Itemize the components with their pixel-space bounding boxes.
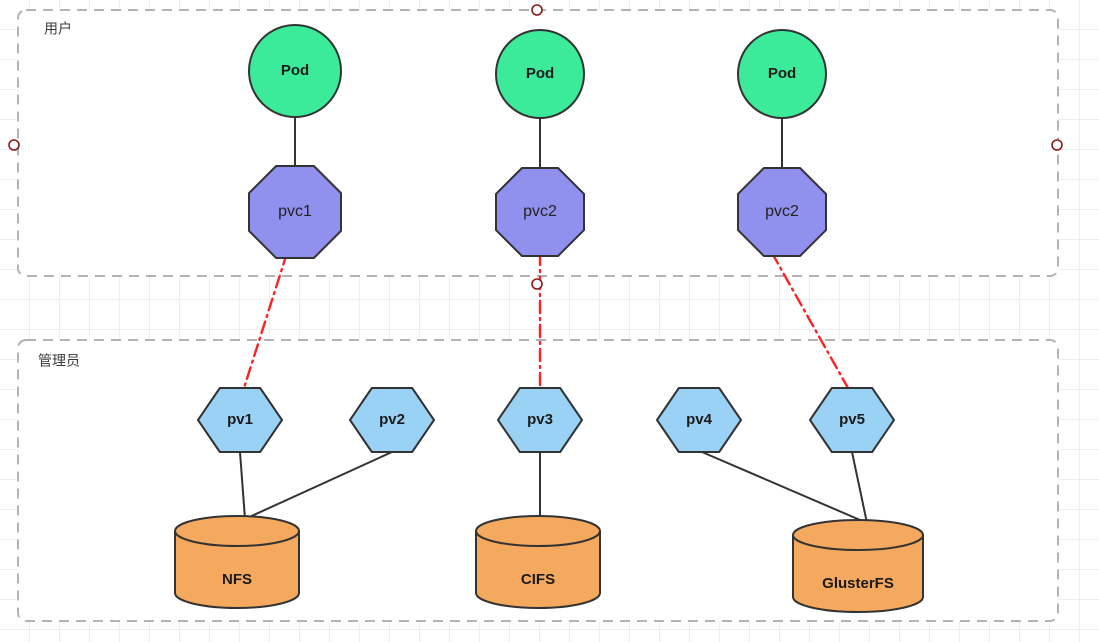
pv-1-shape bbox=[197, 387, 283, 453]
pv-5-shape bbox=[809, 387, 895, 453]
binding-pvc-3-to-pv-5[interactable] bbox=[770, 251, 850, 390]
edge-pv-2-to-storage-nfs[interactable] bbox=[244, 451, 393, 520]
edge-pv-4-to-storage-glusterfs[interactable] bbox=[701, 451, 868, 524]
handle-bottom[interactable] bbox=[531, 278, 543, 290]
pvc-2-label: pvc2 bbox=[523, 203, 557, 220]
pvc-2-shape bbox=[495, 167, 585, 257]
group-user-label: 用户 bbox=[44, 21, 72, 37]
pod-3-label: Pod bbox=[768, 65, 796, 82]
pv-2-label: pv2 bbox=[379, 411, 405, 428]
pod-2-shape bbox=[495, 29, 585, 119]
pod-3-shape bbox=[737, 29, 827, 119]
binding-pvc-1-to-pv-1[interactable] bbox=[242, 251, 289, 390]
pvc-2[interactable]: pvc2 bbox=[495, 167, 585, 257]
pvc-1[interactable]: pvc1 bbox=[248, 165, 342, 259]
pv-4-shape bbox=[656, 387, 742, 453]
handle-right[interactable] bbox=[1051, 139, 1063, 151]
storage-glusterfs-rim bbox=[792, 534, 924, 551]
storage-glusterfs[interactable]: GlusterFS bbox=[792, 519, 924, 613]
storage-nfs[interactable]: NFS bbox=[174, 515, 300, 609]
pv-4-label: pv4 bbox=[686, 411, 713, 428]
pv-5[interactable]: pv5 bbox=[809, 387, 895, 453]
edge-pv-1-to-storage-nfs[interactable] bbox=[239, 451, 246, 520]
storage-nfs-rim bbox=[174, 530, 300, 547]
pv-1[interactable]: pv1 bbox=[197, 387, 283, 453]
pv-5-label: pv5 bbox=[839, 411, 865, 428]
storage-nfs-label: NFS bbox=[222, 571, 252, 588]
storage-glusterfs-label: GlusterFS bbox=[822, 575, 894, 592]
pvc-3[interactable]: pvc2 bbox=[737, 167, 827, 257]
pv-3[interactable]: pv3 bbox=[497, 387, 583, 453]
storage-cifs-label: CIFS bbox=[521, 571, 555, 588]
storage-cifs[interactable]: CIFS bbox=[475, 515, 601, 609]
pvc-nodes: pvc1 pvc2 pvc2 bbox=[248, 165, 827, 259]
pvc-3-label: pvc2 bbox=[765, 203, 799, 220]
pod-nodes: Pod Pod Pod bbox=[248, 24, 827, 119]
pod-2-label: Pod bbox=[526, 65, 554, 82]
solid-edges bbox=[239, 117, 868, 524]
pv-1-label: pv1 bbox=[227, 411, 253, 428]
pvc-3-shape bbox=[737, 167, 827, 257]
storage-nodes: NFS CIFS GlusterFS bbox=[174, 515, 924, 613]
pod-1[interactable]: Pod bbox=[248, 24, 342, 118]
pvc-1-label: pvc1 bbox=[278, 203, 312, 220]
selection-handles[interactable] bbox=[8, 4, 1063, 290]
pv-3-shape bbox=[497, 387, 583, 453]
pod-1-label: Pod bbox=[281, 62, 309, 79]
storage-cifs-body bbox=[475, 515, 601, 609]
pod-1-shape bbox=[248, 24, 342, 118]
storage-nfs-body bbox=[174, 515, 300, 609]
pvc-1-shape bbox=[248, 165, 342, 259]
binding-edges bbox=[242, 251, 850, 390]
pod-3[interactable]: Pod bbox=[737, 29, 827, 119]
storage-glusterfs-body bbox=[792, 519, 924, 613]
edge-pv-5-to-storage-glusterfs[interactable] bbox=[851, 451, 868, 524]
pv-3-label: pv3 bbox=[527, 411, 553, 428]
pod-2[interactable]: Pod bbox=[495, 29, 585, 119]
pv-2-shape bbox=[349, 387, 435, 453]
handle-left[interactable] bbox=[8, 139, 20, 151]
storage-cifs-rim bbox=[475, 530, 601, 547]
group-admin-label: 管理员 bbox=[38, 353, 80, 369]
pv-4[interactable]: pv4 bbox=[656, 387, 742, 453]
pv-2[interactable]: pv2 bbox=[349, 387, 435, 453]
handle-top[interactable] bbox=[531, 4, 543, 16]
pv-nodes: pv1 pv2 pv3 pv4 pv5 bbox=[197, 387, 895, 453]
